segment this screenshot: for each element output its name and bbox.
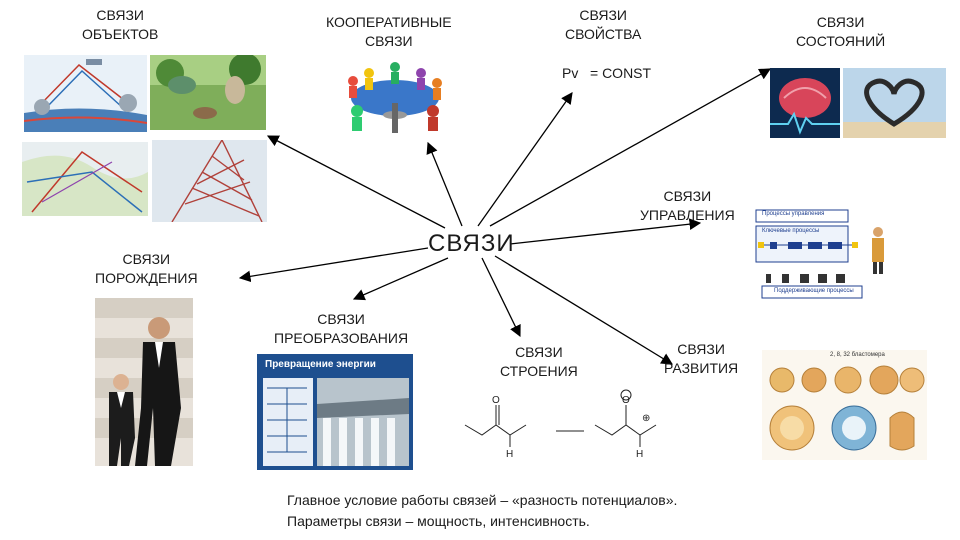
arrow-to-development (494, 255, 673, 365)
note-line-2: Параметры связи – мощность, интенсивност… (287, 513, 590, 529)
energy-slide-title: Превращение энергии (265, 359, 376, 370)
label-pv: Pv = CONST (562, 65, 652, 81)
control-scheme-middle: Ключевые процессы (762, 228, 820, 234)
svg-text:H: H (506, 449, 513, 460)
svg-text:H: H (636, 449, 643, 460)
control-scheme-bottom: Поддерживающие процессы (774, 288, 854, 294)
arrow-to-states (489, 68, 772, 227)
satellite-link-image (24, 55, 147, 132)
arrow-to-structure (481, 257, 521, 338)
arrow-to-objects (266, 135, 446, 229)
father-son-image (95, 298, 193, 466)
control-scheme-title: Процессы управления (762, 211, 825, 217)
svg-text:⊕: ⊕ (642, 413, 650, 424)
arrow-to-transform (352, 257, 449, 301)
svg-text:O: O (622, 395, 630, 406)
energy-slide-image: Превращение энергии (257, 354, 413, 470)
note-line-1: Главное условие работы связей – «разност… (287, 492, 678, 508)
tower-image (152, 140, 267, 222)
control-scheme-image: Процессы управления Ключевые процессы По… (752, 208, 892, 304)
nature-image (150, 55, 266, 130)
bottom-note: Главное условие работы связей – «разност… (287, 490, 677, 532)
svg-text:O: O (492, 395, 500, 406)
embryo-label: 2, 8, 32 бластомера (830, 352, 885, 358)
arrow-to-generation (238, 247, 429, 283)
arrow-to-coop (426, 141, 463, 227)
brain-image (770, 68, 840, 138)
cooperative-figures-image (335, 53, 455, 140)
heart-image (843, 68, 946, 138)
arrow-to-control (509, 218, 702, 245)
embryo-development-image: 2, 8, 32 бластомера (762, 350, 927, 460)
arrow-to-property (477, 92, 573, 227)
center-title: СВЯЗИ (428, 230, 515, 257)
chemical-structure-image: O H O H ⊕ (460, 385, 675, 460)
map-image (22, 142, 148, 216)
